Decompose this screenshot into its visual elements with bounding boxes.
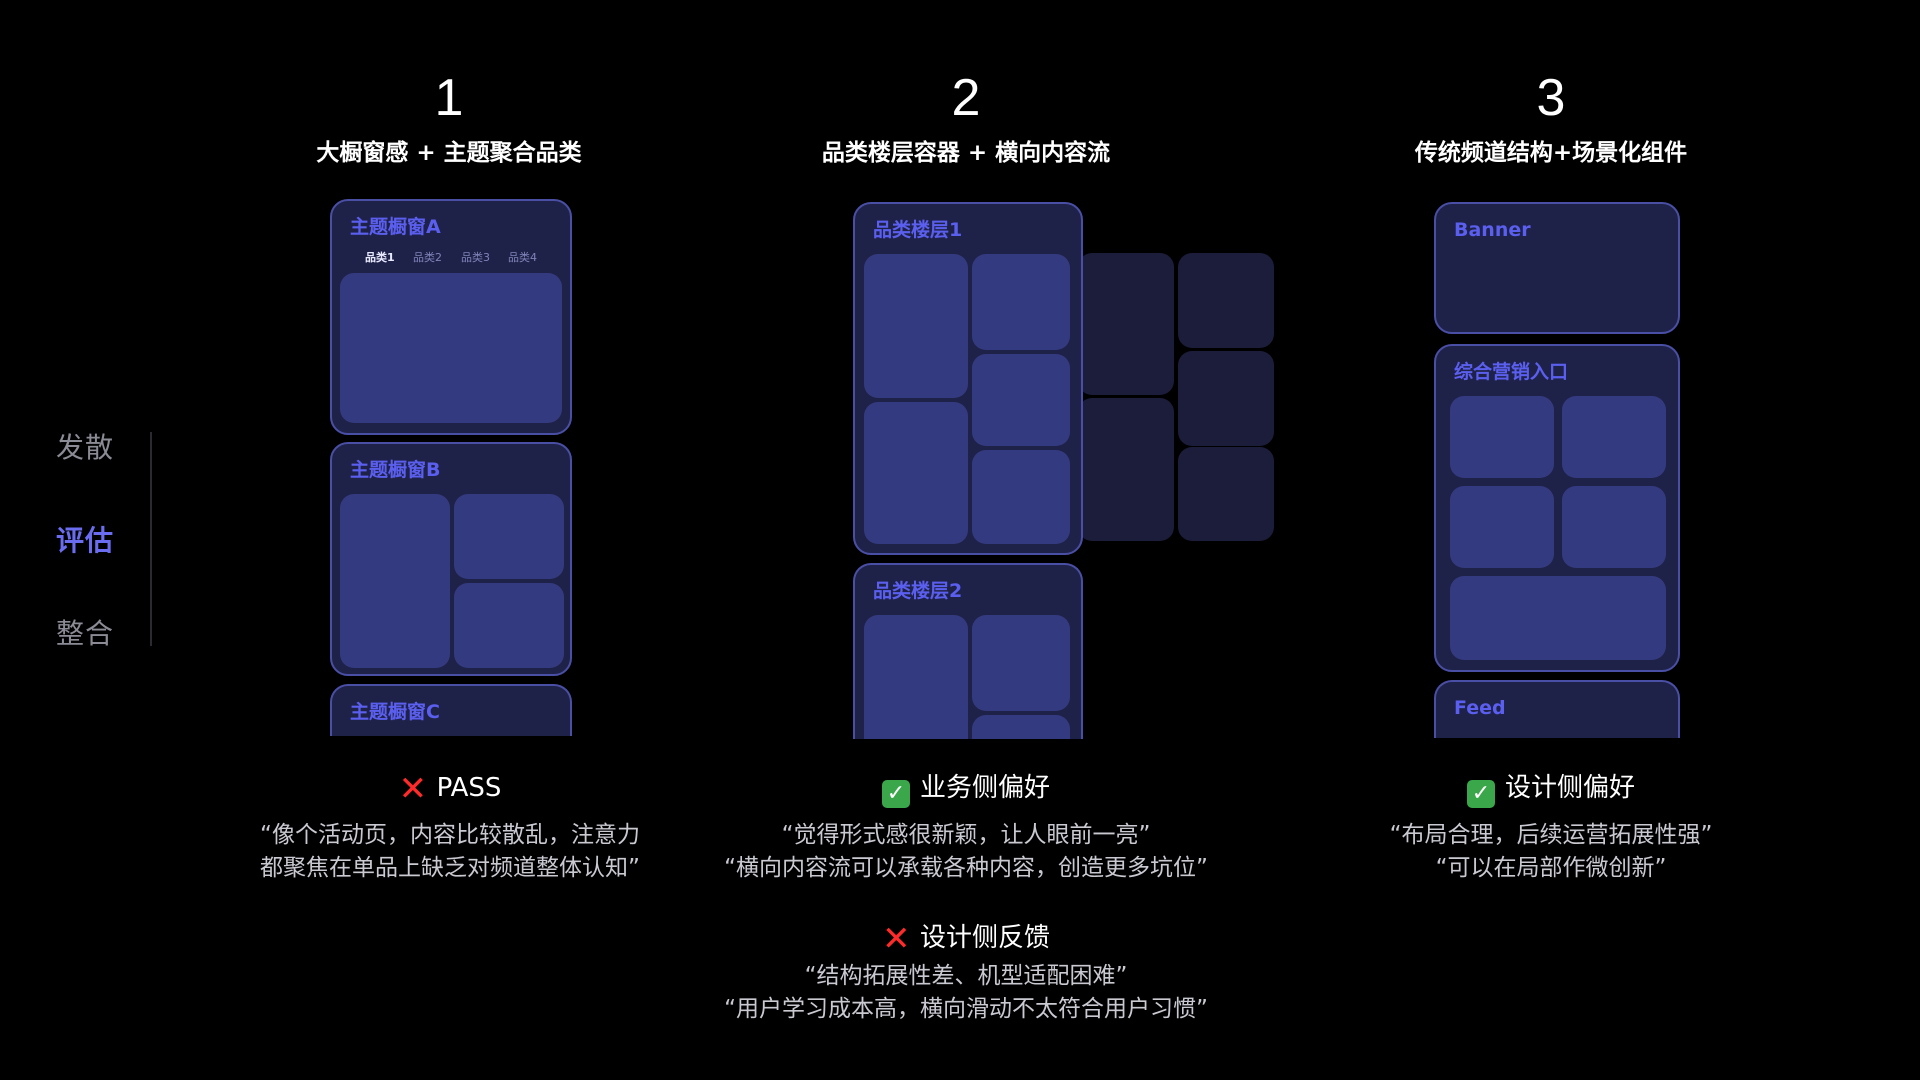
banner-card: Banner: [1434, 202, 1680, 334]
step-evaluate[interactable]: 评估: [56, 524, 115, 557]
quote-line: “像个活动页，内容比较散乱，注意力: [260, 822, 640, 848]
marketing-entry-card: 综合营销入口: [1434, 344, 1680, 672]
entry-tile: [1562, 486, 1666, 568]
column-subtitle: 大橱窗感 + 主题聚合品类: [316, 140, 582, 166]
step-diverge[interactable]: 发散: [56, 431, 115, 464]
result-label: PASS: [436, 773, 502, 803]
entry-tile-wide: [1450, 576, 1666, 660]
quote-line: “横向内容流可以承载各种内容，创造更多坑位”: [724, 855, 1208, 881]
banner-tile: [340, 273, 562, 423]
feed-title: Feed: [1454, 697, 1506, 719]
quote-line: “布局合理，后续运营拓展性强”: [1389, 822, 1713, 848]
column-subtitle: 品类楼层容器 + 横向内容流: [821, 140, 1111, 166]
theme-window-a-card: 主题橱窗A 品类1 品类2 品类3 品类4: [330, 199, 572, 435]
column-number: 2: [951, 69, 981, 127]
category-floor-1-card: 品类楼层1: [853, 202, 1083, 555]
stream-tile: [1178, 447, 1274, 541]
stream-tile: [1078, 253, 1174, 395]
theme-window-b-title: 主题橱窗B: [350, 459, 441, 481]
result-heading: ✓ 设计侧偏好: [1301, 771, 1801, 808]
column-number: 3: [1536, 69, 1566, 127]
theme-window-a-title: 主题橱窗A: [350, 216, 441, 238]
quote-line: “可以在局部作微创新”: [1435, 855, 1667, 881]
cross-icon: ✕: [881, 919, 911, 959]
quote-line: 都聚焦在单品上缺乏对频道整体认知”: [260, 855, 640, 881]
step-integrate[interactable]: 整合: [56, 617, 115, 650]
cross-icon: ✕: [398, 769, 428, 809]
theme-window-b-card: 主题橱窗B: [330, 442, 572, 676]
result-label: 设计侧偏好: [1504, 773, 1635, 803]
column-subtitle: 传统频道结构+场景化组件: [1414, 140, 1688, 166]
stream-tile: [1178, 253, 1274, 348]
entry-tile: [1450, 486, 1554, 568]
result-label: 业务侧偏好: [919, 773, 1050, 803]
entry-tile: [1450, 396, 1554, 478]
theme-window-c-card: 主题橱窗C: [330, 684, 572, 736]
category-tab-2[interactable]: 品类2: [413, 251, 442, 264]
product-tile: [340, 494, 450, 668]
product-tile: [972, 254, 1070, 350]
product-tile: [454, 494, 564, 579]
product-tile: [864, 615, 968, 739]
banner-title: Banner: [1454, 219, 1531, 241]
product-tile: [864, 402, 968, 544]
category-tab-3[interactable]: 品类3: [461, 251, 490, 264]
category-floor-2-card: 品类楼层2: [853, 563, 1083, 739]
category-tab-1[interactable]: 品类1: [365, 251, 395, 264]
result-heading: ✓ 业务侧偏好: [716, 771, 1216, 808]
stream-tile: [1178, 351, 1274, 446]
quote-line: “觉得形式感很新颖，让人眼前一亮”: [781, 822, 1151, 848]
feed-card: Feed: [1434, 680, 1680, 738]
marketing-entry-title: 综合营销入口: [1454, 361, 1569, 383]
category-floor-2-title: 品类楼层2: [873, 580, 963, 602]
quote-line: “结构拓展性差、机型适配困难”: [804, 963, 1128, 989]
result-label: 设计侧反馈: [919, 923, 1050, 953]
category-floor-1-title: 品类楼层1: [873, 219, 963, 241]
product-tile: [454, 583, 564, 668]
product-tile: [864, 254, 968, 398]
entry-tile: [1562, 396, 1666, 478]
check-icon: ✓: [1466, 780, 1495, 808]
category-tab-4[interactable]: 品类4: [508, 251, 537, 264]
result-heading-2: ✕ 设计侧反馈: [716, 919, 1216, 959]
column-number: 1: [434, 69, 464, 127]
stream-tile: [1078, 398, 1174, 541]
product-tile: [972, 715, 1070, 739]
theme-window-c-title: 主题橱窗C: [350, 701, 440, 723]
step-divider: [150, 432, 152, 646]
result-heading: ✕ PASS: [200, 769, 700, 809]
product-tile: [972, 354, 1070, 446]
check-icon: ✓: [881, 780, 910, 808]
product-tile: [972, 450, 1070, 544]
quote-line: “用户学习成本高，横向滑动不太符合用户习惯”: [724, 996, 1208, 1022]
product-tile: [972, 615, 1070, 711]
